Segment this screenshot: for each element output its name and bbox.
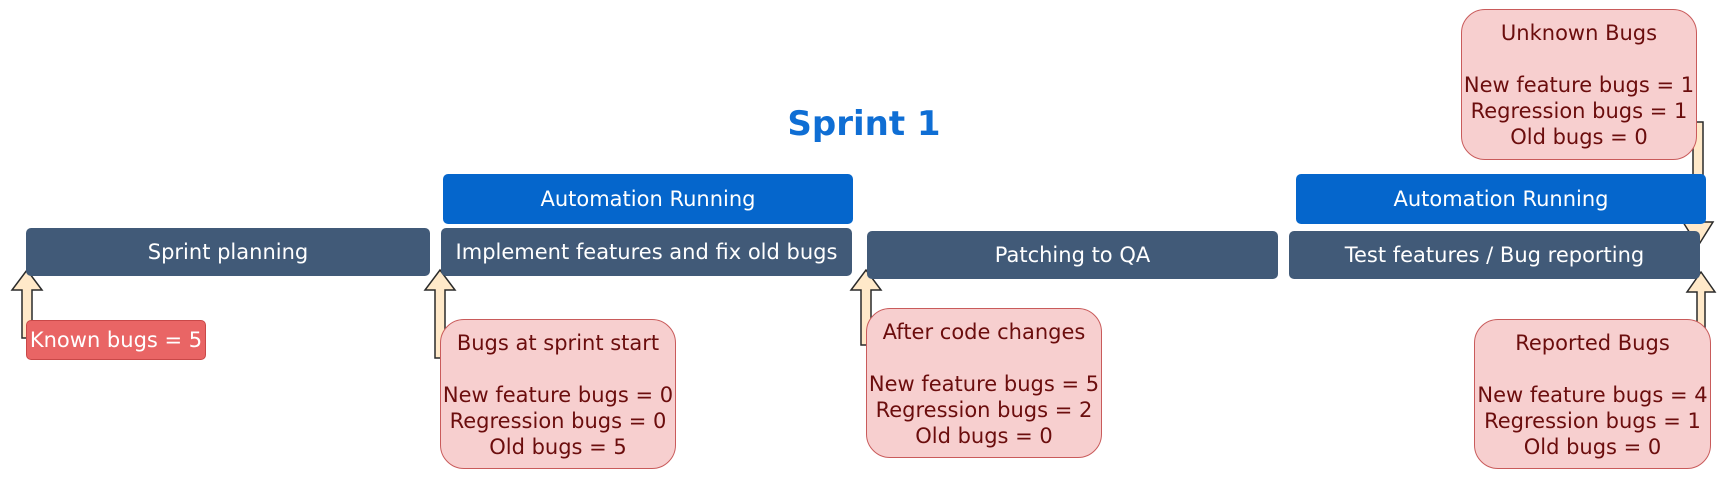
note-heading: Bugs at sprint start (456, 331, 660, 355)
note-heading: After code changes (882, 320, 1086, 344)
note-line: New feature bugs = 4 (1477, 383, 1708, 407)
note-reported-bugs: Reported Bugs New feature bugs = 4 Regre… (1474, 319, 1711, 469)
note-after-code-changes: After code changes New feature bugs = 5 … (866, 308, 1102, 458)
phase-patching-to-qa: Patching to QA (867, 231, 1278, 279)
note-line: Regression bugs = 0 (449, 409, 667, 433)
note-line: Old bugs = 5 (489, 435, 627, 459)
phase-test-features: Test features / Bug reporting (1289, 231, 1700, 279)
note-line: Regression bugs = 1 (1484, 409, 1701, 433)
note-unknown-bugs: Unknown Bugs New feature bugs = 1 Regres… (1461, 9, 1697, 160)
note-line: Old bugs = 0 (1510, 125, 1648, 149)
diagram-title: Sprint 1 (787, 104, 941, 144)
automation-bar-2: Automation Running (1296, 174, 1706, 224)
note-line: Old bugs = 0 (1523, 435, 1662, 459)
automation-bar-1: Automation Running (443, 174, 853, 224)
note-line: New feature bugs = 5 (868, 372, 1100, 396)
phase-implement-features: Implement features and fix old bugs (441, 228, 852, 276)
note-line: Old bugs = 0 (915, 424, 1053, 448)
phase-sprint-planning: Sprint planning (26, 228, 430, 276)
note-heading: Reported Bugs (1515, 331, 1670, 355)
note-line: Regression bugs = 2 (875, 398, 1093, 422)
note-line: New feature bugs = 1 (1463, 73, 1695, 97)
note-sprint-start: Bugs at sprint start New feature bugs = … (440, 319, 676, 469)
note-heading: Unknown Bugs (1500, 21, 1658, 45)
note-line: Regression bugs = 1 (1470, 99, 1688, 123)
known-bugs-badge: Known bugs = 5 (26, 320, 206, 360)
note-line: New feature bugs = 0 (442, 383, 674, 407)
